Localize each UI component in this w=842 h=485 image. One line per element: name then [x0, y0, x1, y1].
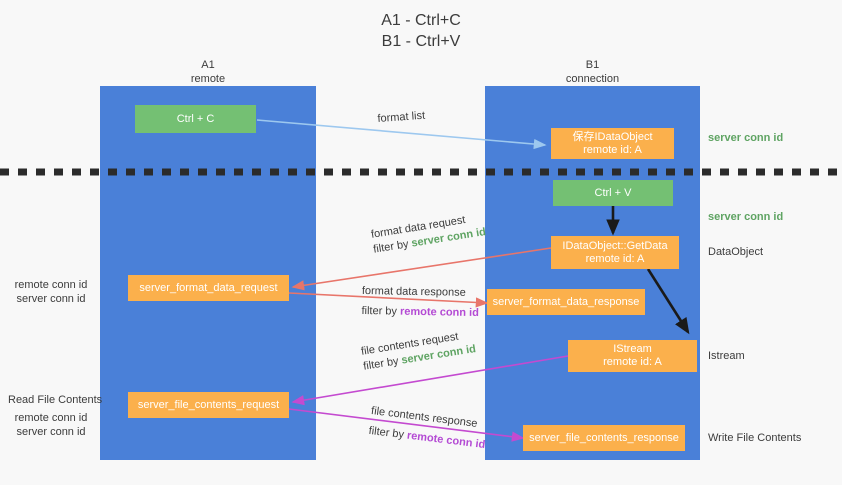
label-conn-pair-top: remote conn id server conn id — [5, 278, 97, 306]
box-ctrl-c-label: Ctrl + C — [176, 112, 215, 125]
box-server-format-data-response-label: server_format_data_response — [492, 295, 640, 308]
label-conn-pair-bottom: remote conn id server conn id — [5, 411, 97, 439]
flow-label-format-data-response-filter: filter by remote conn id — [361, 304, 479, 321]
flow-label-format-data-response-line1: format data response — [361, 284, 466, 299]
box-server-format-data-request-label: server_format_data_request — [139, 281, 278, 294]
label-server-conn-id-second: server conn id — [708, 211, 784, 223]
box-ctrl-v-label: Ctrl + V — [594, 186, 632, 199]
box-istream-text: IStream remote id: A — [603, 343, 662, 369]
flow-label-format-data-request: format data request filter by server con… — [370, 210, 487, 257]
title-line-1: A1 - Ctrl+C — [381, 12, 461, 29]
box-istream-line2: remote id: A — [603, 356, 662, 368]
box-istream[interactable]: IStream remote id: A — [568, 340, 697, 372]
flow-filter-prefix-4: filter by — [367, 424, 408, 442]
box-ctrl-c[interactable]: Ctrl + C — [135, 105, 256, 133]
label-dataobject: DataObject — [708, 246, 764, 258]
label-remote-conn-id-top: remote conn id — [14, 279, 88, 291]
title-line-2: B1 - Ctrl+V — [381, 33, 461, 50]
box-ctrl-v[interactable]: Ctrl + V — [553, 180, 673, 206]
box-istream-line1: IStream — [613, 343, 652, 355]
box-server-file-contents-response-label: server_file_contents_response — [529, 431, 679, 444]
box-server-file-contents-request-label: server_file_contents_request — [137, 398, 280, 411]
box-save-idataobject[interactable]: 保存IDataObject remote id: A — [551, 128, 674, 159]
label-istream: Istream — [708, 350, 745, 362]
flow-filter-target-2: remote conn id — [399, 305, 479, 320]
label-server-conn-id-left-top: server conn id — [16, 293, 86, 305]
flow-filter-prefix-2: filter by — [361, 304, 401, 318]
box-save-idataobject-line2: remote id: A — [583, 143, 642, 156]
box-idataobject-getdata-text: IDataObject::GetData remote id: A — [562, 240, 667, 266]
flow-label-format-list: format list — [377, 109, 426, 125]
box-server-file-contents-response[interactable]: server_file_contents_response — [523, 425, 685, 451]
box-server-file-contents-request[interactable]: server_file_contents_request — [128, 392, 289, 418]
page-title: A1 - Ctrl+C B1 - Ctrl+V — [0, 10, 842, 52]
flow-label-file-contents-response: file contents response filter by remote … — [368, 404, 489, 453]
label-server-conn-id-left-bottom: server conn id — [16, 426, 86, 438]
flow-label-file-contents-request: file contents request filter by server c… — [360, 327, 477, 374]
label-remote-conn-id-bottom: remote conn id — [14, 412, 88, 424]
lane-header-a1-sub: remote — [190, 73, 226, 85]
lane-header-a1: A1 remote — [100, 58, 316, 86]
lane-header-b1-sub: connection — [565, 73, 620, 85]
label-write-file-contents: Write File Contents — [708, 432, 802, 444]
lane-header-a1-name: A1 — [201, 59, 215, 71]
flow-label-format-data-response: format data response filter by remote co… — [361, 284, 479, 321]
box-idataobject-getdata-line2: remote id: A — [585, 252, 645, 265]
label-server-conn-id-top: server conn id — [708, 132, 784, 144]
label-read-file-contents: Read File Contents — [8, 394, 103, 406]
box-save-idataobject-text: 保存IDataObject remote id: A — [572, 131, 652, 157]
lane-header-b1: B1 connection — [485, 58, 700, 86]
box-server-format-data-response[interactable]: server_format_data_response — [487, 289, 645, 315]
lane-header-b1-name: B1 — [585, 59, 600, 71]
box-server-format-data-request[interactable]: server_format_data_request — [128, 275, 289, 301]
box-idataobject-getdata-line1: IDataObject::GetData — [562, 239, 668, 252]
flow-filter-target-4: remote conn id — [406, 429, 486, 452]
box-save-idataobject-line1: 保存IDataObject — [572, 130, 653, 143]
box-idataobject-getdata[interactable]: IDataObject::GetData remote id: A — [551, 236, 679, 269]
